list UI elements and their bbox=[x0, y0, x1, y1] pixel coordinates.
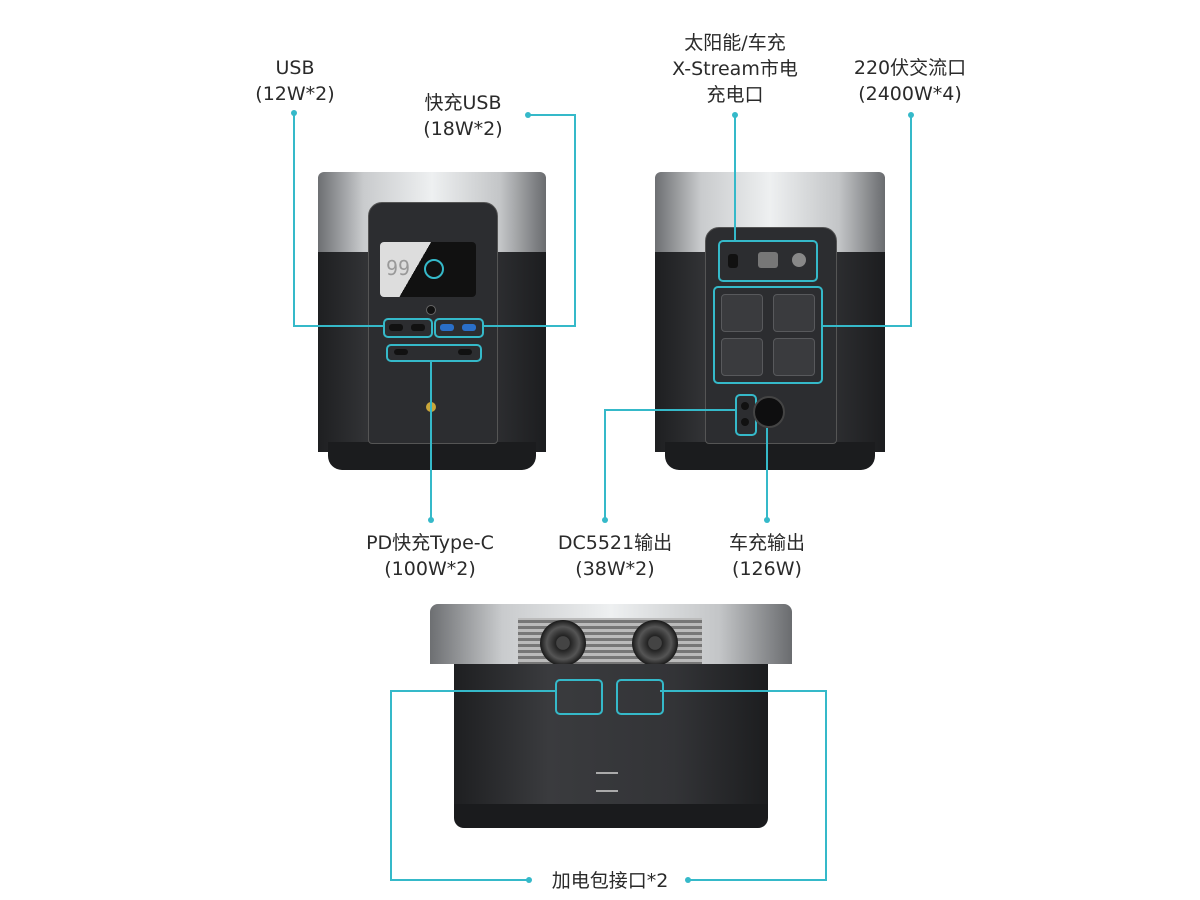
power-button[interactable] bbox=[426, 305, 436, 315]
label-dc5521-power: (38W*2) bbox=[575, 558, 655, 580]
ef-logo bbox=[596, 772, 618, 792]
extra-battery-port[interactable] bbox=[555, 679, 603, 715]
fast-usb-port[interactable] bbox=[462, 324, 476, 331]
fan-icon bbox=[632, 620, 678, 666]
leader-line bbox=[821, 325, 912, 327]
leader-line bbox=[390, 690, 392, 880]
leader-dot bbox=[602, 517, 608, 523]
typec-port[interactable] bbox=[394, 349, 408, 355]
usb-port-group bbox=[383, 318, 433, 338]
label-solar-line1: 太阳能/车充 bbox=[684, 32, 786, 54]
usb-port[interactable] bbox=[389, 324, 403, 331]
leader-line bbox=[688, 879, 827, 881]
leader-line bbox=[604, 409, 736, 411]
leader-line bbox=[910, 115, 912, 327]
leader-dot bbox=[764, 517, 770, 523]
label-typec-name: PD快充Type-C bbox=[366, 532, 494, 554]
front-base bbox=[328, 442, 536, 470]
typec-port-group bbox=[386, 344, 482, 362]
battery-percent: 99 bbox=[386, 256, 411, 280]
leader-line bbox=[734, 115, 736, 240]
fan-icon bbox=[540, 620, 586, 666]
leader-line bbox=[293, 113, 295, 327]
leader-line bbox=[390, 879, 528, 881]
ac-charging-port[interactable] bbox=[758, 252, 778, 268]
label-ac-outlets: 220伏交流口 (2400W*4) bbox=[810, 55, 1010, 107]
label-fast-usb-name: 快充USB bbox=[424, 92, 502, 114]
fast-usb-port[interactable] bbox=[440, 324, 454, 331]
leader-line bbox=[604, 409, 606, 520]
label-dc5521-name: DC5521输出 bbox=[557, 532, 673, 554]
charge-switch[interactable] bbox=[792, 253, 806, 267]
label-typec-power: (100W*2) bbox=[384, 558, 476, 580]
rear-view-device bbox=[655, 172, 885, 472]
leader-line bbox=[660, 690, 827, 692]
label-car-name: 车充输出 bbox=[728, 532, 805, 554]
label-usb-power: (12W*2) bbox=[255, 83, 335, 105]
label-ac-power: (2400W*4) bbox=[858, 83, 962, 105]
leader-line bbox=[528, 114, 576, 116]
label-solar-input: 太阳能/车充 X-Stream市电 充电口 bbox=[630, 30, 840, 108]
side-base bbox=[454, 804, 768, 828]
label-fast-usb: 快充USB (18W*2) bbox=[408, 90, 518, 142]
dc5521-port[interactable] bbox=[741, 418, 749, 426]
side-body bbox=[454, 664, 768, 816]
label-typec: PD快充Type-C (100W*2) bbox=[340, 530, 520, 582]
leader-line bbox=[390, 690, 556, 692]
fast-usb-port-group bbox=[434, 318, 484, 338]
rear-base bbox=[665, 442, 875, 470]
leader-line bbox=[293, 325, 385, 327]
ac-outlet[interactable] bbox=[721, 294, 763, 332]
leader-line bbox=[430, 360, 432, 520]
charging-input-group bbox=[718, 240, 818, 282]
leader-dot bbox=[685, 877, 691, 883]
leader-line bbox=[766, 428, 768, 520]
car-output-port[interactable] bbox=[753, 396, 785, 428]
label-car-power: (126W) bbox=[732, 558, 802, 580]
front-view-device: 99 bbox=[318, 172, 546, 472]
leader-line bbox=[574, 114, 576, 327]
ac-outlet[interactable] bbox=[773, 338, 815, 376]
label-usb: USB (12W*2) bbox=[250, 55, 340, 107]
ac-outlet[interactable] bbox=[721, 338, 763, 376]
typec-port[interactable] bbox=[458, 349, 472, 355]
label-solar-line3: 充电口 bbox=[706, 84, 764, 106]
leader-dot bbox=[526, 877, 532, 883]
label-ac-name: 220伏交流口 bbox=[853, 57, 967, 79]
label-solar-line2: X-Stream市电 bbox=[672, 58, 798, 80]
side-view-device bbox=[430, 604, 792, 832]
label-extra-battery: 加电包接口*2 bbox=[538, 868, 682, 894]
label-usb-name: USB bbox=[275, 57, 315, 79]
ac-outlet-group bbox=[713, 286, 823, 384]
extra-battery-port[interactable] bbox=[616, 679, 664, 715]
label-fast-usb-power: (18W*2) bbox=[423, 118, 503, 140]
ac-outlet[interactable] bbox=[773, 294, 815, 332]
label-car-output: 车充输出 (126W) bbox=[712, 530, 822, 582]
label-extra-battery-name: 加电包接口*2 bbox=[551, 870, 669, 892]
leader-line bbox=[482, 325, 576, 327]
dc5521-port[interactable] bbox=[741, 402, 749, 410]
leader-dot bbox=[428, 517, 434, 523]
solar-input-port[interactable] bbox=[728, 254, 738, 268]
usb-port[interactable] bbox=[411, 324, 425, 331]
label-dc5521: DC5521输出 (38W*2) bbox=[540, 530, 690, 582]
battery-ring-icon bbox=[424, 259, 444, 279]
leader-line bbox=[825, 690, 827, 880]
lcd-display: 99 bbox=[380, 242, 476, 297]
